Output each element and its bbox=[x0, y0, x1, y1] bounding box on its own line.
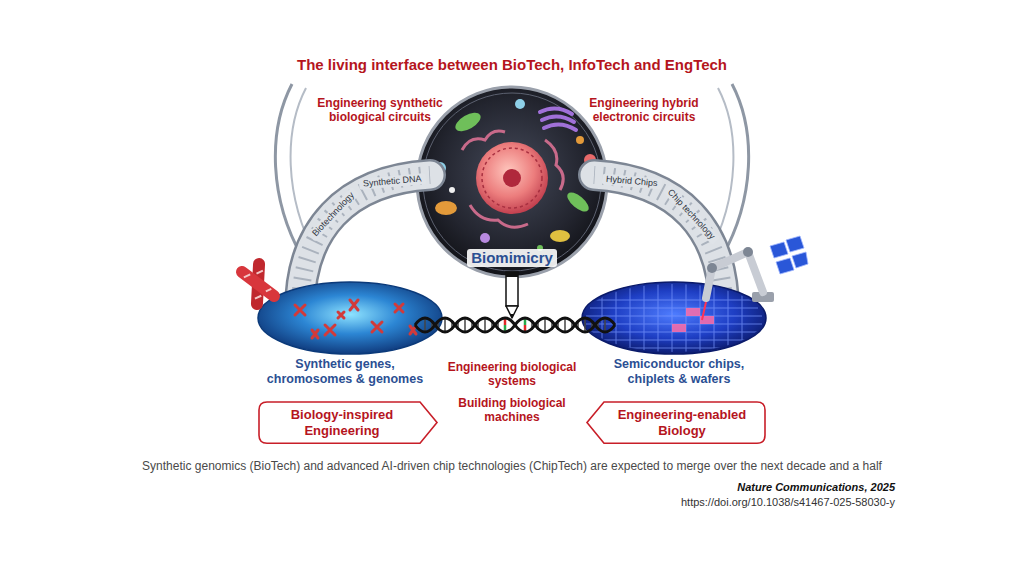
chromosome-disc bbox=[338, 312, 344, 318]
arrow-box-outline bbox=[587, 402, 765, 443]
cell-illustration bbox=[550, 230, 570, 242]
robot-arm bbox=[743, 247, 753, 257]
cell-illustration bbox=[452, 109, 483, 135]
chromosome-x bbox=[234, 264, 283, 305]
cell-illustration bbox=[542, 116, 574, 122]
cell-illustration bbox=[540, 108, 576, 130]
cell-illustration bbox=[503, 169, 521, 187]
wafer-disc bbox=[602, 280, 742, 356]
robot-arm bbox=[702, 302, 706, 320]
dna-helix bbox=[415, 318, 615, 332]
center-label: Biomimicry bbox=[467, 249, 557, 267]
chromosome-disc bbox=[312, 330, 318, 338]
cell-illustration bbox=[417, 87, 607, 277]
cell-illustration bbox=[476, 142, 548, 214]
pencil bbox=[510, 314, 514, 318]
robot-arm bbox=[702, 247, 774, 320]
chromosome-x bbox=[244, 269, 272, 299]
cell-illustration bbox=[576, 136, 584, 144]
robot-arm bbox=[706, 252, 763, 298]
cell-illustration bbox=[544, 124, 576, 130]
pencil bbox=[506, 272, 518, 306]
cell-illustration bbox=[417, 87, 607, 277]
arrow-box-outline bbox=[259, 402, 437, 443]
chromosome-disc bbox=[295, 305, 305, 315]
robot-arm bbox=[707, 263, 717, 273]
cell-illustration bbox=[462, 131, 563, 227]
figure-caption: Synthetic genomics (BioTech) and advance… bbox=[32, 459, 992, 473]
cell-illustration bbox=[540, 108, 572, 114]
cell-illustration bbox=[564, 189, 592, 215]
wafer-disc bbox=[686, 308, 700, 316]
disc-label: Semiconductor chips, chiplets & wafers bbox=[594, 357, 764, 387]
pencil bbox=[506, 272, 518, 318]
chromosome-disc bbox=[350, 300, 358, 310]
solar-panels bbox=[770, 242, 788, 258]
dna-helix bbox=[415, 318, 615, 332]
pencil bbox=[506, 306, 518, 318]
solar-panels bbox=[786, 236, 804, 252]
chromosome-x bbox=[231, 253, 285, 315]
arrow-box: Engineering-enabled Biology bbox=[586, 401, 766, 444]
figure-title: The living interface between BioTech, In… bbox=[132, 56, 892, 74]
cell-illustration bbox=[449, 187, 455, 193]
solar-panels bbox=[776, 258, 794, 274]
disc-label: Synthetic genes, chromosomes & genomes bbox=[260, 357, 430, 387]
chromosome-disc bbox=[372, 322, 382, 332]
cell-illustration bbox=[435, 201, 457, 215]
source-journal: Nature Communications, 2025 bbox=[575, 481, 895, 494]
cell-illustration bbox=[423, 93, 601, 271]
center-label: Engineering biological systems bbox=[437, 360, 587, 389]
arrow-box: Biology-inspired Engineering bbox=[258, 401, 438, 444]
chromosome-disc bbox=[258, 282, 442, 354]
chromosome-disc bbox=[295, 300, 416, 338]
wafer-disc bbox=[586, 280, 762, 356]
pencil bbox=[506, 272, 518, 277]
dna-helix bbox=[415, 318, 615, 332]
box-text: Biology-inspired Engineering bbox=[270, 407, 414, 438]
solar-panels bbox=[770, 236, 808, 274]
chromosome-disc bbox=[325, 325, 335, 335]
wafer-disc bbox=[672, 308, 714, 332]
chromosome-disc bbox=[258, 282, 442, 354]
cell-illustration bbox=[480, 233, 490, 243]
center-label: Building biological machines bbox=[442, 396, 582, 425]
cell-illustration bbox=[515, 99, 525, 109]
chromosome-disc bbox=[395, 304, 403, 312]
circuit-heading: Engineering hybrid electronic circuits bbox=[569, 96, 719, 125]
wafer-disc bbox=[672, 324, 686, 332]
cell-illustration bbox=[482, 148, 542, 208]
circuit-heading: Engineering synthetic biological circuit… bbox=[305, 96, 455, 125]
source-doi: https://doi.org/10.1038/s41467-025-58030… bbox=[555, 496, 895, 509]
box-text: Engineering-enabled Biology bbox=[610, 407, 754, 438]
solar-panels bbox=[792, 252, 808, 268]
